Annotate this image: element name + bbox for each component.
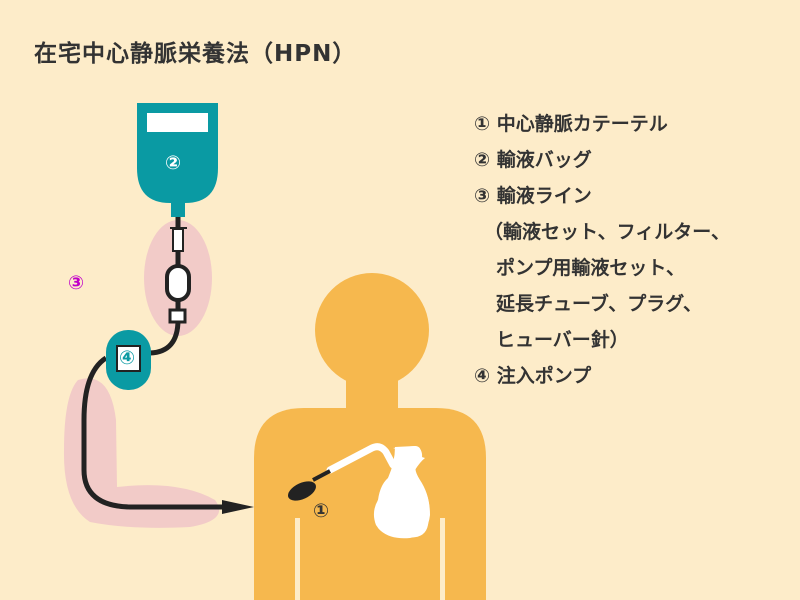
marker-bag: ② xyxy=(165,152,182,174)
catheter-tip xyxy=(287,481,317,501)
legend-item: 延長チューブ、プラグ、 xyxy=(496,293,702,315)
legend-item: （輸液セット、フィルター、 xyxy=(484,221,731,243)
human-body xyxy=(254,273,486,600)
infusion-bag xyxy=(137,103,218,217)
legend-item: ④ 注入ポンプ xyxy=(474,365,592,387)
legend-item: ポンプ用輸液セット、 xyxy=(496,257,686,279)
infusion-set xyxy=(172,228,184,252)
central-venous-catheter xyxy=(326,443,397,474)
page-title: 在宅中心静脈栄養法（HPN） xyxy=(34,41,357,67)
legend-item: ② 輸液バッグ xyxy=(474,149,592,171)
marker-catheter: ① xyxy=(313,500,330,522)
marker-pump: ④ xyxy=(119,347,136,369)
legend: ① 中心静脈カテーテル ② 輸液バッグ ③ 輸液ライン （輸液セット、フィルター… xyxy=(474,106,730,394)
legend-item: ③ 輸液ライン xyxy=(474,185,592,207)
filter xyxy=(165,264,191,302)
arrow-head xyxy=(222,500,254,514)
plug xyxy=(168,308,187,324)
marker-line: ③ xyxy=(68,272,85,294)
infusion-line-zone-lower xyxy=(63,378,220,528)
legend-item: ヒューバー針） xyxy=(496,329,629,351)
legend-item: ① 中心静脈カテーテル xyxy=(474,113,668,135)
